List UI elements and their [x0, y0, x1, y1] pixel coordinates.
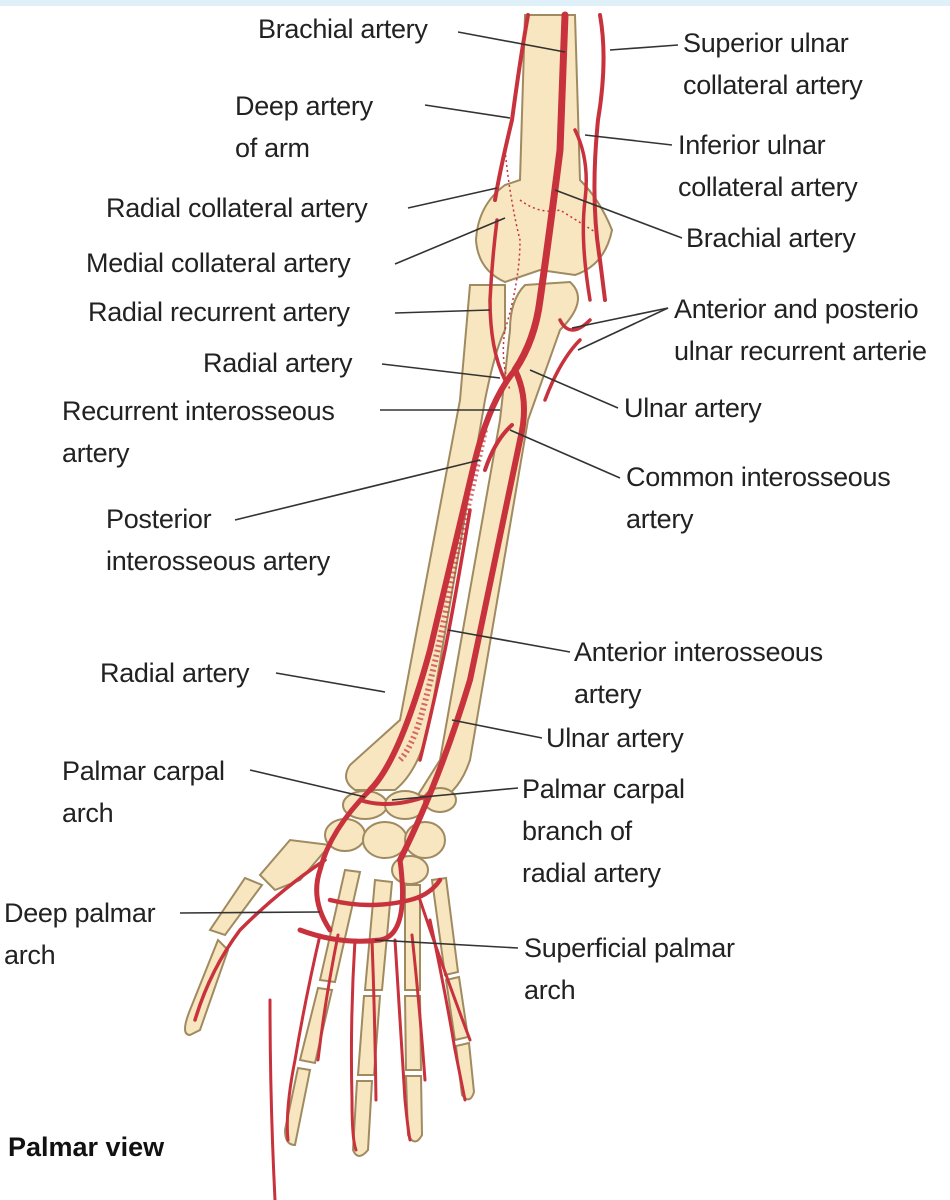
label-ulnar-artery-lower: Ulnar artery [546, 723, 684, 753]
leader-lines [179, 31, 683, 949]
arteries [193, 11, 607, 1200]
top-border [0, 0, 950, 6]
radius-bone [345, 284, 506, 791]
label-brachial-artery-top: Brachial artery [258, 14, 428, 44]
label-radial-recurrent-artery: Radial recurrent artery [88, 297, 350, 327]
interosseous-dotted-vessels [397, 149, 601, 763]
label-medial-collateral-artery: Medial collateral artery [86, 248, 351, 278]
finger-bones [283, 868, 476, 1157]
humerus-bone [474, 14, 614, 284]
label-radial-collateral-artery: Radial collateral artery [106, 193, 368, 223]
label-ulnar-artery-upper: Ulnar artery [624, 393, 762, 423]
label-brachial-artery-right: Brachial artery [686, 223, 856, 253]
view-caption: Palmar view [8, 1132, 165, 1162]
label-radial-artery-upper: Radial artery [203, 348, 353, 378]
thumb-bones [184, 838, 332, 1037]
label-radial-artery-lower: Radial artery [100, 658, 250, 688]
